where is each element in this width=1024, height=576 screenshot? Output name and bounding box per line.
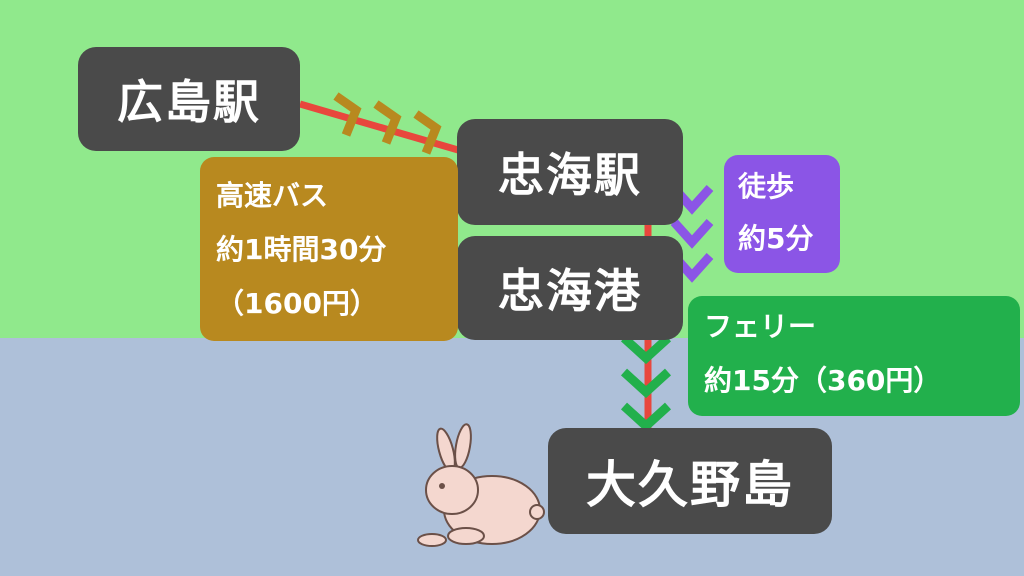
- station-tadanoumi: 忠海駅: [457, 119, 683, 225]
- bus-duration-label: 約1時間30分: [216, 233, 387, 266]
- destination-okunoshima-label: 大久野島: [586, 456, 794, 514]
- ferry-mode-label: フェリー: [704, 310, 817, 343]
- port-tadanoumi: 忠海港: [457, 236, 683, 340]
- ferry-detail-label: 約15分（360円）: [704, 364, 942, 397]
- station-hiroshima: 広島駅: [78, 47, 300, 151]
- destination-okunoshima: 大久野島: [548, 428, 832, 534]
- bus-mode-label: 高速バス: [216, 179, 329, 212]
- port-tadanoumi-label: 忠海港: [498, 264, 642, 318]
- route-line-bus: [299, 100, 466, 156]
- station-tadanoumi-label: 忠海駅: [498, 148, 642, 202]
- ferry-arrow-icon: [620, 334, 672, 433]
- walk-mode-label: 徒歩: [738, 170, 795, 203]
- rabbit-icon: [417, 423, 545, 547]
- walk-duration-label: 約5分: [738, 222, 814, 255]
- walk-info-box: 徒歩 約5分: [724, 155, 840, 273]
- bus-arrow-icon: [333, 92, 442, 155]
- ferry-info-box: フェリー 約15分（360円）: [688, 296, 1020, 416]
- station-hiroshima-label: 広島駅: [117, 75, 261, 129]
- bus-fare-label: （1600円）: [216, 287, 378, 320]
- bus-info-box: 高速バス 約1時間30分 （1600円）: [200, 157, 458, 341]
